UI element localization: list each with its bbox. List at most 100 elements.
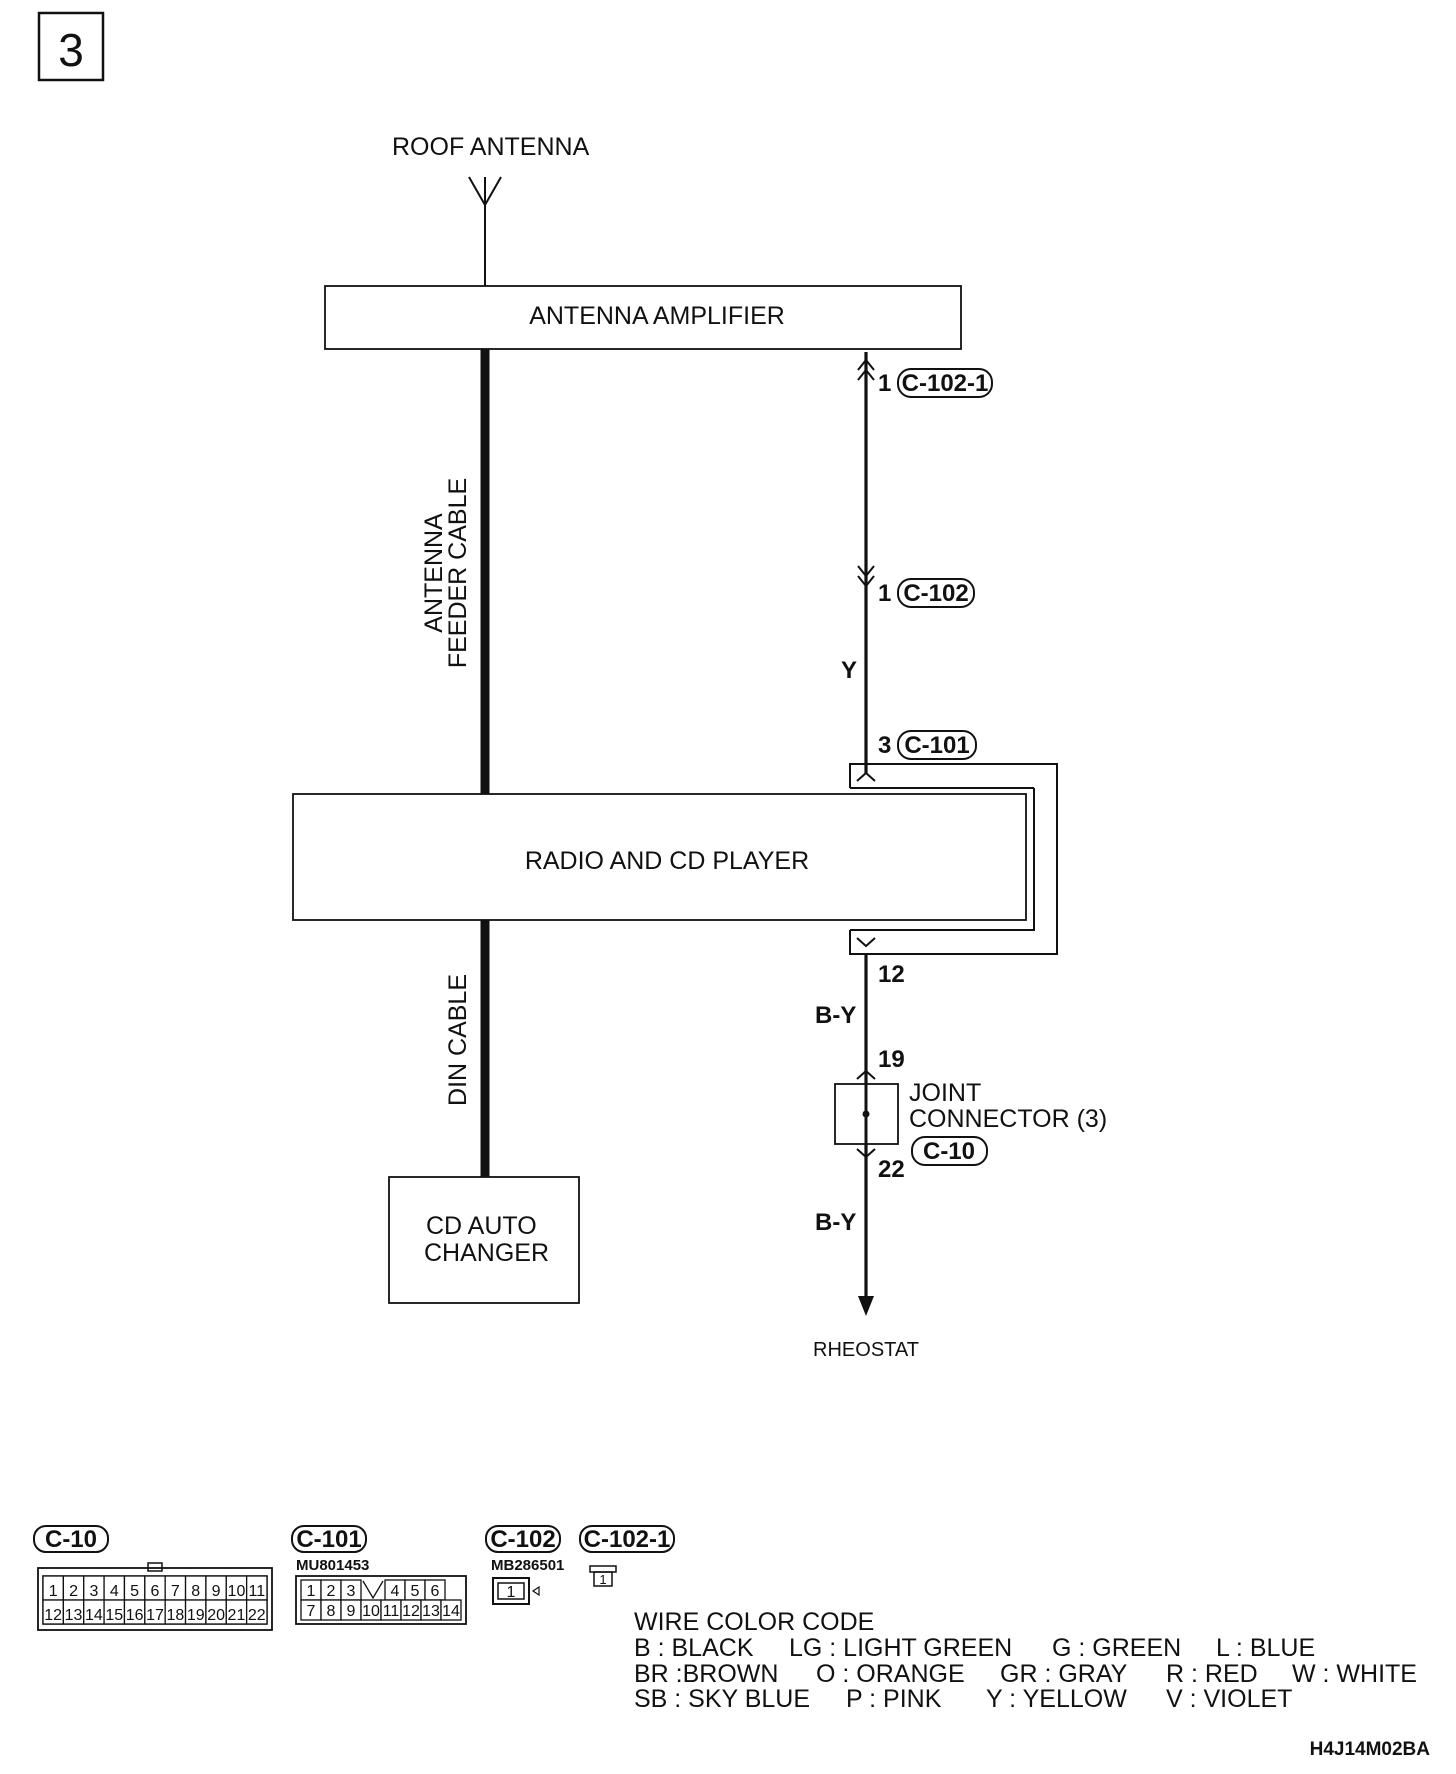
c-102-tag: [897, 578, 975, 608]
c-102-tag-label: C-102: [903, 580, 968, 607]
c-10-pin: 5: [130, 1583, 139, 1600]
c-102-pin: 1: [507, 1584, 516, 1601]
legend-c-101-label: C-101: [296, 1526, 361, 1553]
c-10-pin: 8: [191, 1583, 200, 1600]
roof-antenna-label: ROOF ANTENNA: [392, 133, 590, 161]
c-101-pin: 2: [327, 1583, 336, 1600]
c-101-pin: 12: [402, 1603, 420, 1620]
c-101-connector-outline: [849, 763, 1058, 955]
c-101-pin: 8: [327, 1603, 336, 1620]
pin-joint-out: 22: [878, 1156, 905, 1183]
joint-connector-symbol: [834, 1069, 899, 1159]
c-10-pin: 3: [89, 1583, 98, 1600]
c-10-pin: 16: [126, 1607, 144, 1624]
c-101-pin: 14: [442, 1603, 460, 1620]
radio-cd-player-label: RADIO AND CD PLAYER: [525, 847, 809, 875]
wcc-r3-c3: Y : YELLOW: [986, 1685, 1127, 1713]
c-10-tag: [911, 1136, 988, 1166]
c-101-pin: 13: [422, 1603, 440, 1620]
joint-connector-label-line2: CONNECTOR (3): [909, 1105, 1107, 1133]
c-10-pin: 7: [171, 1583, 180, 1600]
c-101-key-icon: [362, 1580, 384, 1600]
c-101-pin: 6: [431, 1583, 440, 1600]
feeder-cable-label-line2: FEEDER CABLE: [444, 478, 472, 668]
legend-c-101-tag: [291, 1525, 367, 1553]
c-10-pin: 9: [212, 1583, 221, 1600]
legend-c-102-tag: [485, 1525, 561, 1553]
c-101-pin: 5: [411, 1583, 420, 1600]
legend-c-102-1-tag: [579, 1525, 675, 1553]
c-10-pin: 15: [105, 1607, 123, 1624]
wcc-r2-c4: R : RED: [1166, 1660, 1258, 1688]
c-101-pin: 9: [347, 1603, 356, 1620]
c-101-pin: 1: [307, 1583, 316, 1600]
wire-color-code-legend: WIRE COLOR CODE B : BLACK LG : LIGHT GRE…: [634, 1608, 1417, 1713]
c-10-tag-label: C-10: [923, 1138, 975, 1165]
wire-color-code-title: WIRE COLOR CODE: [634, 1608, 874, 1636]
c-10-pin: 18: [166, 1607, 184, 1624]
c-101-pin: 11: [383, 1603, 400, 1620]
c-101-tag-label: C-101: [904, 732, 969, 759]
figure-code: H4J14M02BA: [1310, 1739, 1431, 1760]
antenna-amplifier-label: ANTENNA AMPLIFIER: [529, 302, 785, 330]
wcc-r3-c1: SB : SKY BLUE: [634, 1685, 810, 1713]
legend-c-10-label: C-10: [45, 1526, 97, 1553]
wcc-r2-c2: O : ORANGE: [816, 1660, 965, 1688]
legend-c-102-part: MB286501: [491, 1557, 564, 1574]
c-102-1-connector-face: [589, 1565, 617, 1587]
wire-color-b-y-upper: B-Y: [815, 1002, 856, 1029]
pin-c-102: 1: [878, 580, 891, 607]
c-102-connector-marker: [857, 565, 875, 588]
pin-joint-in: 19: [878, 1046, 905, 1073]
cd-auto-changer-label-line2: CHANGER: [424, 1239, 549, 1267]
c-10-pin: 17: [146, 1607, 164, 1624]
c-101-pin: 3: [347, 1583, 356, 1600]
legend-c-102-label: C-102: [490, 1526, 555, 1553]
wcc-r1-c4: L : BLUE: [1216, 1634, 1315, 1662]
c-10-pin: 1: [49, 1583, 58, 1600]
antenna-amplifier-box: [324, 285, 962, 350]
c-10-pin: 6: [151, 1583, 160, 1600]
wcc-r3-c2: P : PINK: [846, 1685, 942, 1713]
c-10-pin: 12: [44, 1607, 62, 1624]
rheostat-label: RHEOSTAT: [813, 1339, 919, 1361]
pin-c-101: 3: [878, 732, 891, 759]
wcc-r1-c1: B : BLACK: [634, 1634, 754, 1662]
c-10-pin: 10: [228, 1583, 246, 1600]
cd-auto-changer-label-line1: CD AUTO: [426, 1212, 537, 1240]
c-10-pin: 19: [187, 1607, 205, 1624]
c-10-pin-cell: [245, 1599, 268, 1625]
c-101-pin: 7: [307, 1603, 316, 1620]
din-cable-label: DIN CABLE: [444, 974, 472, 1106]
wcc-r2-c3: GR : GRAY: [1000, 1660, 1128, 1688]
cd-auto-changer-box: [388, 1176, 580, 1304]
page-number-box: [37, 11, 105, 82]
c-10-pin: 13: [65, 1607, 83, 1624]
pin-c-102-1: 1: [878, 370, 891, 397]
c-101-pin: 10: [362, 1603, 380, 1620]
c-10-pin: 22: [248, 1607, 266, 1624]
c-102-1-connector-marker: [857, 358, 875, 381]
c-101-pin: 4: [391, 1583, 400, 1600]
antenna-symbol-icon: [468, 176, 502, 286]
c-10-pin: 2: [69, 1583, 78, 1600]
c-10-pin: 14: [85, 1607, 103, 1624]
c-10-pin: 20: [207, 1607, 225, 1624]
feeder-cable-label-line1: ANTENNA: [420, 513, 448, 633]
c-10-pin: 4: [110, 1583, 119, 1600]
c-102-1-tag-label: C-102-1: [902, 370, 989, 397]
c-10-pin: 21: [228, 1607, 246, 1624]
c-101-pin-cell: [440, 1599, 462, 1621]
radio-cd-player-box: [292, 793, 1027, 921]
legend-c-102-1-label: C-102-1: [584, 1526, 671, 1553]
wcc-r2-c5: W : WHITE: [1292, 1660, 1417, 1688]
c-101-tag: [897, 730, 977, 760]
c-102-1-tag: [897, 368, 993, 398]
pin-radio-out: 12: [878, 961, 905, 988]
wire-color-y-label: Y: [841, 657, 857, 684]
legend-c-101-part: MU801453: [296, 1557, 369, 1574]
c-10-pin: 11: [249, 1583, 266, 1600]
